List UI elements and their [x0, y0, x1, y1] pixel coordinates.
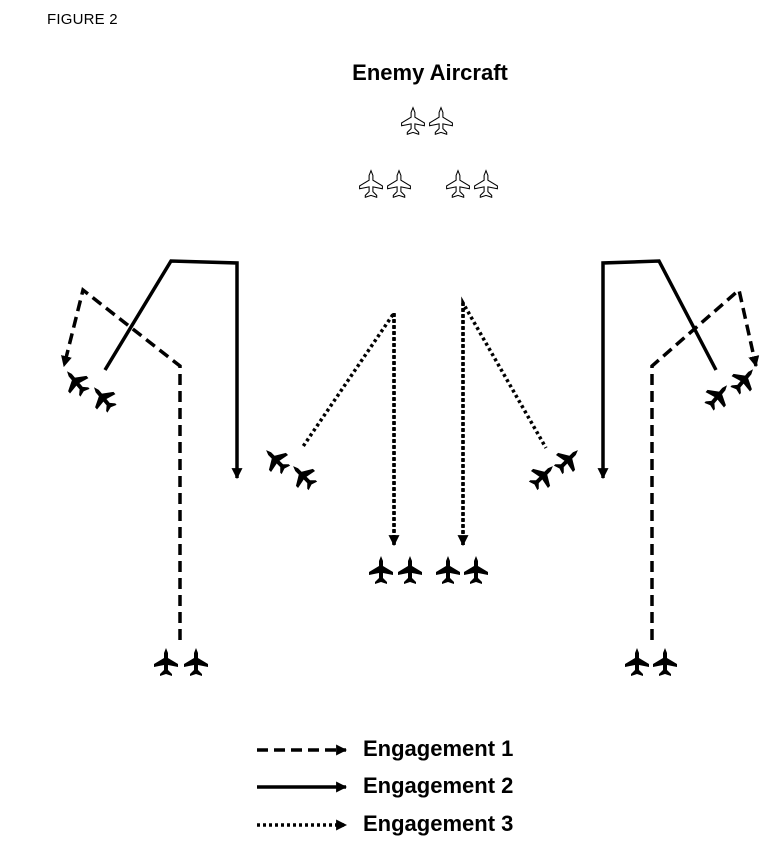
friendly-jet-icon [524, 457, 562, 495]
engagement-1-right-path [650, 286, 760, 640]
friendly-jet-icon [436, 556, 460, 584]
engagement-2-right-path [597, 259, 718, 480]
friendly-jet-icon [184, 648, 208, 676]
enemy-jet-icon [387, 170, 411, 198]
friendly-jet-icon [398, 556, 422, 584]
enemy-jet-icon [359, 170, 383, 198]
engagement-3-paths [300, 296, 548, 547]
engagement-1-paths [61, 286, 760, 640]
friendly-jet-icon [464, 556, 488, 584]
friendly-jet-icon [57, 363, 95, 401]
friendly-jet-icon [625, 648, 649, 676]
legend-samples [257, 744, 348, 831]
engagement-2-left-path [103, 259, 243, 480]
friendly-jet-icon [725, 361, 763, 399]
friendly-jet-icon [154, 648, 178, 676]
legend-label-engagement-3: Engagement 3 [363, 811, 514, 836]
enemy-aircraft-label: Enemy Aircraft [352, 60, 508, 85]
friendly-aircraft [57, 361, 763, 676]
friendly-jet-icon [699, 377, 737, 415]
engagement-2-paths [103, 259, 718, 480]
engagement-1-left-path [61, 286, 182, 640]
friendly-jet-icon [84, 379, 122, 417]
legend-label-engagement-1: Engagement 1 [363, 736, 514, 761]
engagement-3-right-path [461, 296, 548, 545]
friendly-jet-icon [284, 457, 322, 495]
enemy-jet-icon [474, 170, 498, 198]
friendly-jet-icon [549, 441, 587, 479]
friendly-jet-icon [369, 556, 393, 584]
enemy-jet-icon [401, 107, 425, 135]
friendly-jet-icon [653, 648, 677, 676]
friendly-jet-icon [257, 441, 295, 479]
enemy-jet-icon [429, 107, 453, 135]
figure-label: FIGURE 2 [47, 11, 118, 28]
enemy-formation [359, 107, 498, 198]
engagement-3-left-path [300, 307, 396, 545]
legend-label-engagement-2: Engagement 2 [363, 773, 514, 798]
enemy-jet-icon [446, 170, 470, 198]
